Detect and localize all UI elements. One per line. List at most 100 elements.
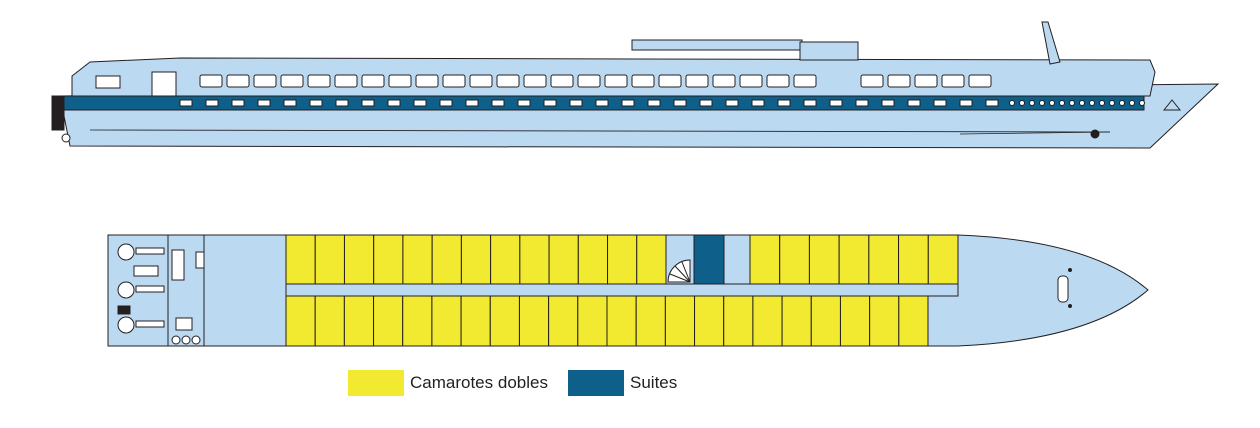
porthole (491, 99, 505, 107)
double-cabin (431, 234, 462, 285)
double-cabin (664, 295, 696, 347)
window (361, 74, 385, 88)
propeller-icon (61, 133, 71, 143)
double-cabin (898, 234, 929, 285)
window (766, 74, 790, 88)
porthole (595, 99, 609, 107)
porthole (569, 99, 583, 107)
porthole (699, 99, 713, 107)
double-cabin (577, 295, 608, 347)
cabin-row-top-left (285, 234, 667, 285)
double-cabin (869, 295, 900, 347)
porthole (777, 99, 791, 107)
double-cabin (373, 295, 404, 347)
porthole (985, 99, 999, 107)
porthole (1039, 100, 1045, 106)
double-cabin (548, 234, 579, 285)
double-cabin-swatch (348, 370, 404, 396)
window (914, 74, 938, 88)
double-cabin (606, 295, 637, 347)
bow-stair-icon (1057, 275, 1069, 303)
window (388, 74, 412, 88)
double-cabin (431, 295, 462, 347)
double-cabin (460, 295, 491, 347)
porthole (621, 99, 635, 107)
window (307, 74, 331, 88)
deck-plan (107, 234, 1149, 347)
window (860, 74, 884, 88)
double-cabin (343, 234, 375, 285)
porthole (1089, 100, 1095, 106)
double-cabin (518, 295, 550, 347)
double-cabin (343, 295, 375, 347)
window (577, 74, 601, 88)
porthole (855, 99, 869, 107)
double-cabin (490, 234, 521, 285)
double-cabin (635, 295, 666, 347)
porthole (205, 99, 219, 107)
legend-label-double: Camarotes dobles (410, 373, 548, 392)
double-cabin (636, 234, 667, 285)
stern-block (51, 95, 65, 131)
window (712, 74, 736, 88)
suite-swatch (568, 370, 624, 396)
double-cabin (927, 234, 959, 285)
window (496, 74, 520, 88)
porthole (439, 99, 453, 107)
porthole (1019, 100, 1025, 106)
window (685, 74, 709, 88)
porthole (1129, 100, 1135, 106)
porthole (1059, 100, 1065, 106)
double-cabin (519, 234, 550, 285)
suite-cabin (693, 234, 725, 285)
porthole (933, 99, 947, 107)
double-cabin (460, 234, 492, 285)
window (658, 74, 682, 88)
double-cabin (548, 295, 579, 347)
double-cabin (577, 234, 609, 285)
window (631, 74, 655, 88)
window (887, 74, 911, 88)
legend-label-suite: Suites (630, 373, 678, 392)
corridor (285, 283, 959, 297)
double-cabin (868, 234, 900, 285)
double-cabin (752, 295, 783, 347)
bow-thruster-icon (1090, 129, 1100, 139)
porthole (283, 99, 297, 107)
window (941, 74, 965, 88)
engine-icon (117, 281, 135, 299)
double-cabin (779, 234, 810, 285)
anchor-icon (1162, 99, 1182, 111)
double-cabin (402, 295, 433, 347)
porthole (1029, 100, 1035, 106)
porthole (543, 99, 557, 107)
double-cabin (314, 295, 345, 347)
double-cabin (723, 295, 754, 347)
window (469, 74, 493, 88)
engine-icon (117, 243, 135, 261)
legend-item-suite: Suites (568, 370, 677, 396)
window (442, 74, 466, 88)
porthole (179, 99, 193, 107)
porthole (673, 99, 687, 107)
window (280, 74, 304, 88)
porthole (881, 99, 895, 107)
double-cabin (694, 295, 725, 347)
porthole (309, 99, 323, 107)
porthole (751, 99, 765, 107)
porthole (413, 99, 427, 107)
lower-portholes (179, 99, 1145, 107)
double-cabin (838, 234, 870, 285)
double-cabin (749, 234, 781, 285)
window (523, 74, 547, 88)
porthole (907, 99, 921, 107)
double-cabin (285, 295, 316, 347)
double-cabin (810, 295, 841, 347)
porthole (803, 99, 817, 107)
mast (1041, 21, 1061, 65)
double-cabin (373, 234, 404, 285)
porthole (647, 99, 661, 107)
porthole (465, 99, 479, 107)
cabin-row-top-right (749, 234, 959, 285)
